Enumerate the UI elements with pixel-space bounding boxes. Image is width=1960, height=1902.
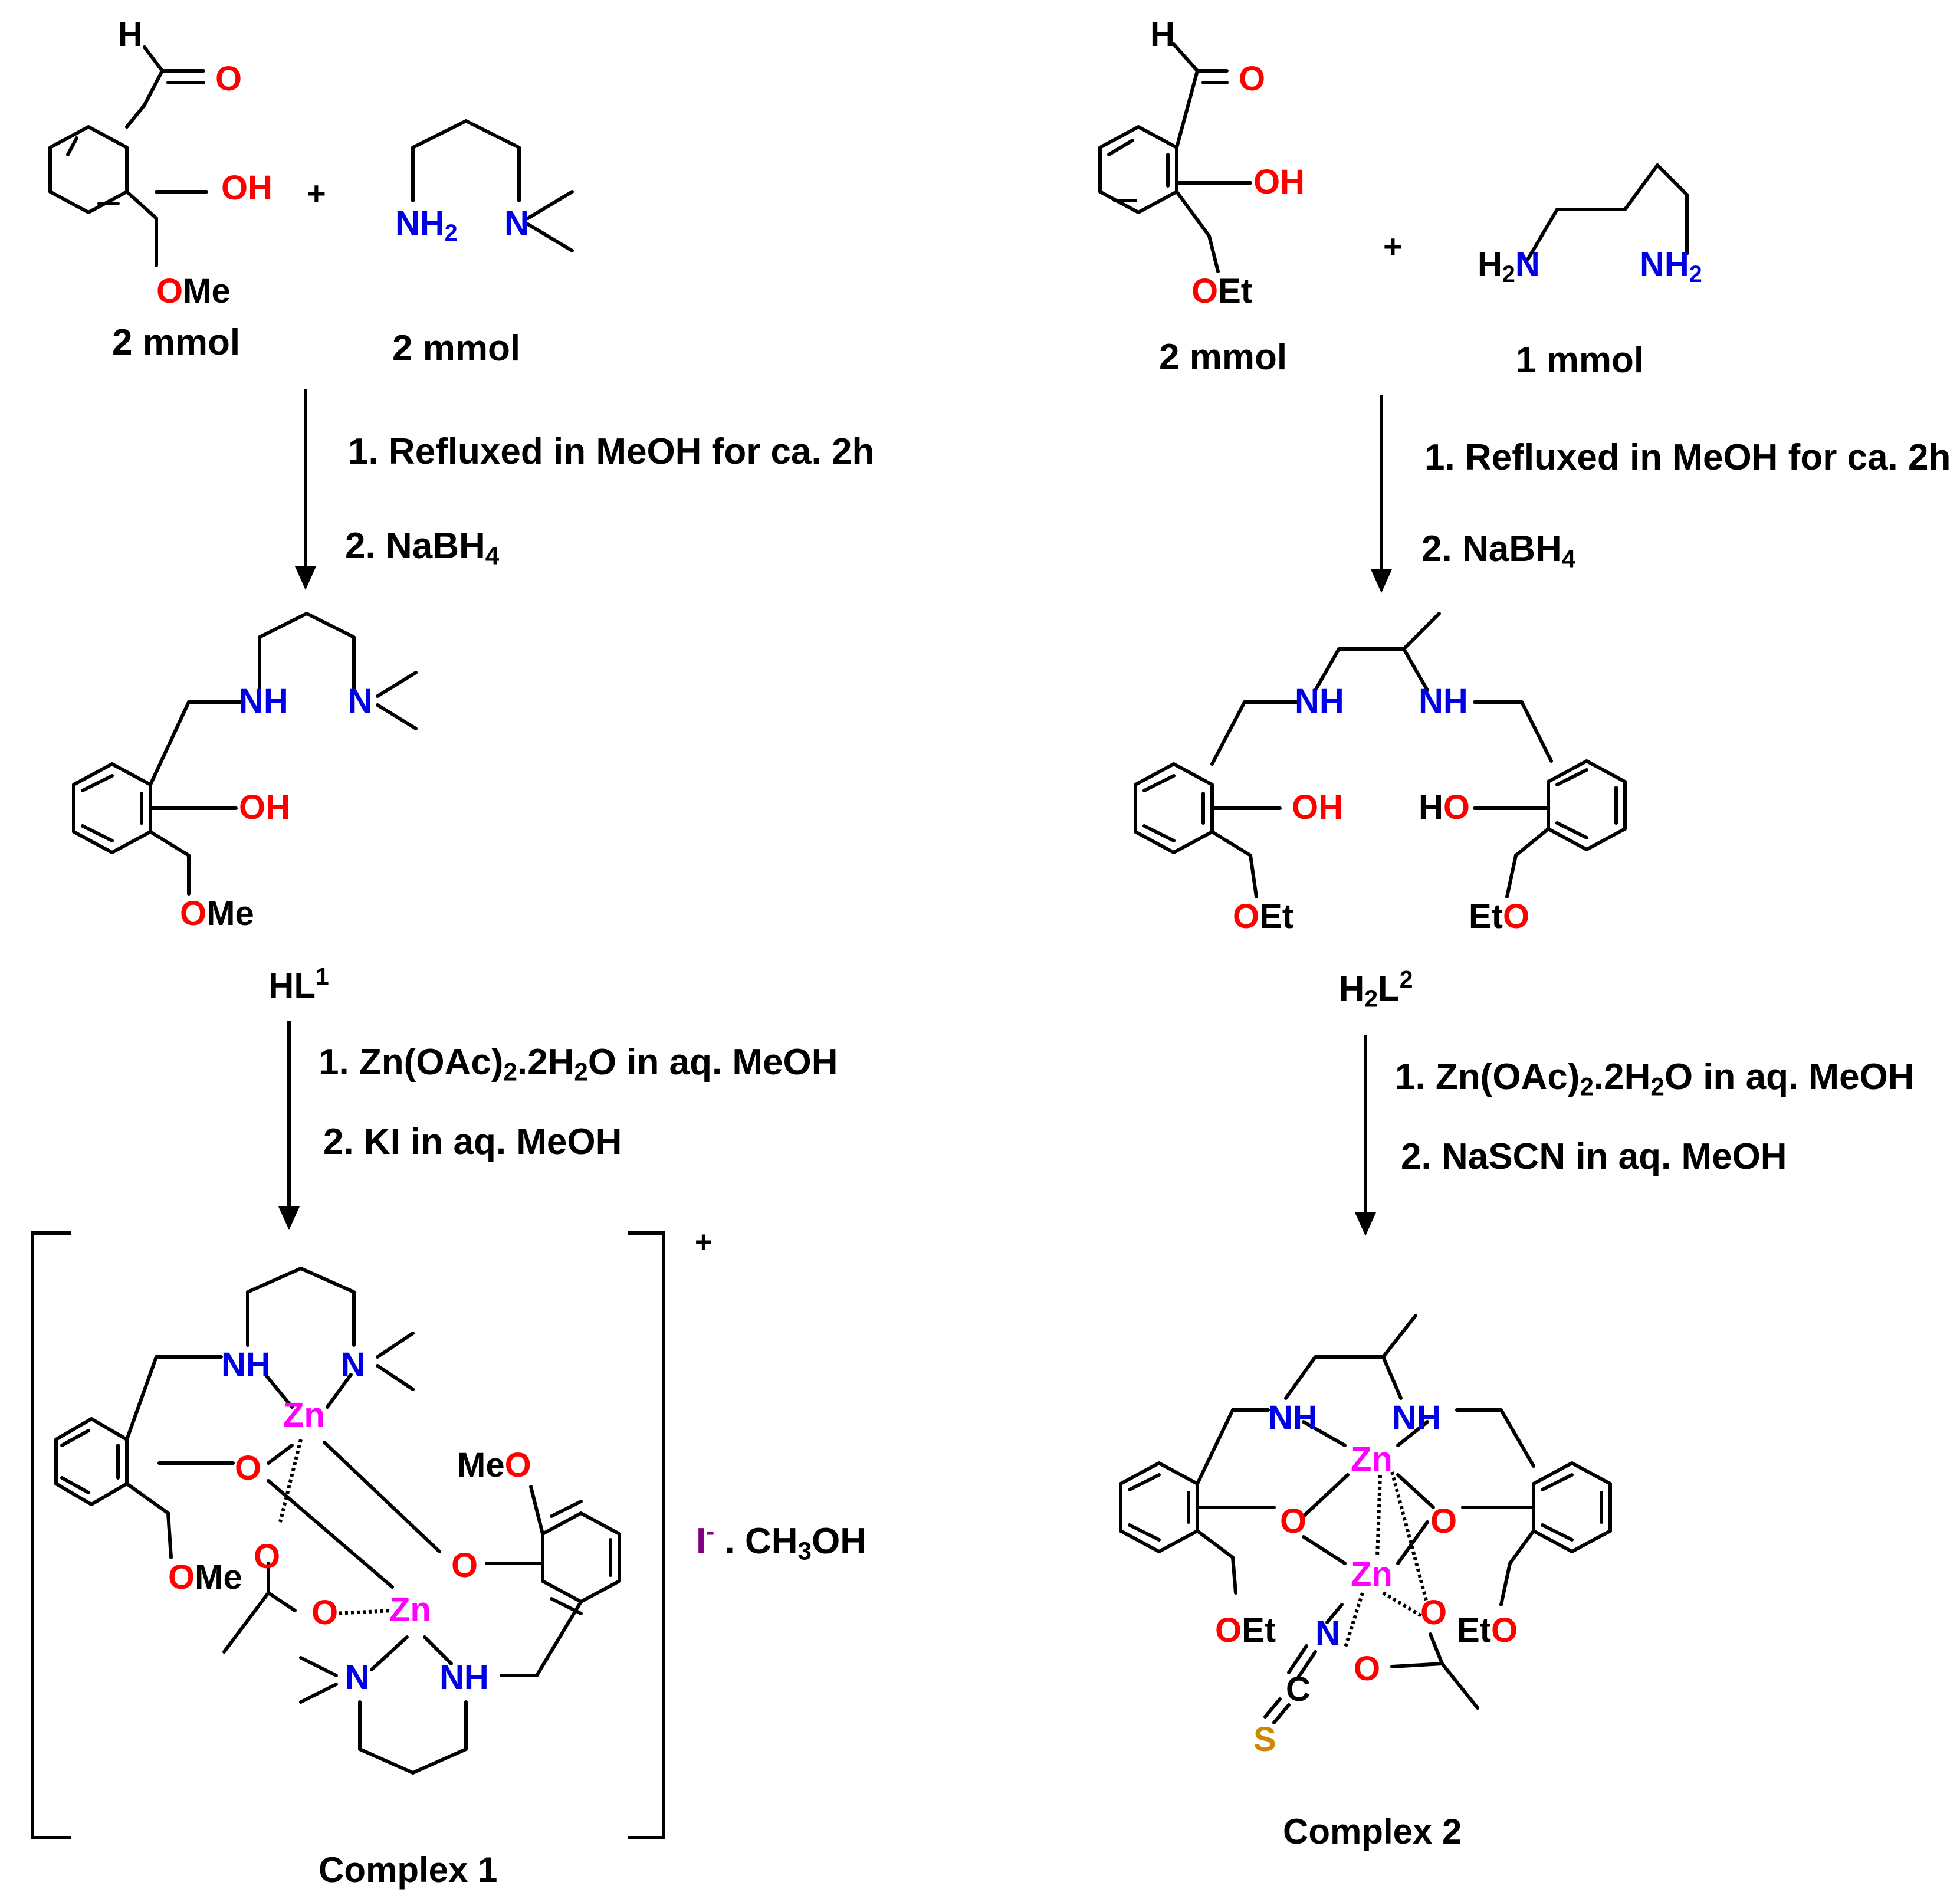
counterion-solvate: I- . CH3OH (696, 1517, 866, 1565)
atom-aldehyde-o-left: O (215, 60, 242, 98)
atom-ome-HL1: OMe (180, 894, 254, 933)
product-label-complex2: Complex 2 (1283, 1812, 1462, 1851)
step2a-right: 1. Zn(OAc)2.2H2O in aq. MeOH (1395, 1057, 1915, 1101)
atom-n-top-c1: N (341, 1346, 366, 1384)
step1a-left: 1. Refluxed in MeOH for ca. 2h (348, 431, 875, 472)
atom-zn-bottom-c2: Zn (1351, 1555, 1393, 1593)
atom-meo-c1: MeO (457, 1446, 531, 1484)
atom-aldehyde-o-right: O (1239, 60, 1266, 98)
atom-o-phenoxo2-c2: O (1430, 1502, 1457, 1540)
step1a-right: 1. Refluxed in MeOH for ca. 2h (1424, 437, 1951, 478)
atom-oet-H2L2: OEt (1233, 897, 1294, 936)
step2b-left: 2. KI in aq. MeOH (323, 1121, 622, 1162)
atom-ome-c1: OMe (168, 1558, 242, 1596)
atom-o-acetate2-c2: O (1354, 1650, 1381, 1688)
ligand-label-HL1: HL1 (268, 963, 329, 1006)
atom-nh2-left: NH2 (395, 204, 458, 246)
atom-h2n-right: H2N (1478, 245, 1540, 287)
atom-o-phenoxo2-c1: O (451, 1546, 478, 1585)
arrow-head-step1-left (295, 566, 316, 590)
step1b-right: 2. NaBH4 (1421, 529, 1576, 573)
product-label-complex1: Complex 1 (319, 1850, 498, 1890)
atom-ome-left: OMe (156, 272, 231, 310)
reactant-amine-left (411, 119, 574, 252)
reactant-diamine-right (1526, 163, 1689, 261)
atom-o-phenoxo1-c1: O (235, 1449, 262, 1487)
atom-o-phenoxo1-c2: O (1280, 1502, 1307, 1540)
atom-nh2-c2: NH (1392, 1399, 1442, 1437)
arrow-head-step2-right (1355, 1212, 1376, 1236)
atom-o-acetate1-c2: O (1420, 1593, 1447, 1632)
complex1-bracket (31, 1231, 665, 1839)
plus-left: + (307, 175, 326, 212)
reactant-vanillin-left (48, 45, 208, 267)
atom-oet-c2: OEt (1215, 1611, 1276, 1650)
step2b-right: 2. NaSCN in aq. MeOH (1401, 1136, 1787, 1177)
ligand-H2L2 (1134, 612, 1627, 898)
ligand-HL1 (72, 612, 418, 896)
atom-nh-HL1: NH (239, 682, 288, 720)
plus-right: + (1383, 228, 1403, 265)
atom-o-acetate1-c1: O (254, 1537, 281, 1576)
atom-nh1-H2L2: NH (1295, 682, 1344, 720)
atom-o-acetate2-c1: O (311, 1593, 339, 1632)
complex1-charge: + (695, 1225, 713, 1258)
atom-n-thiocyanate-c2: N (1315, 1614, 1340, 1652)
atom-nh2-right: NH2 (1640, 245, 1702, 287)
atom-oh-HL1: OH (239, 788, 290, 827)
atom-nh-top-c1: NH (221, 1346, 271, 1384)
step2a-left: 1. Zn(OAc)2.2H2O in aq. MeOH (319, 1042, 838, 1086)
arrow-head-step1-right (1371, 569, 1392, 593)
atom-nme2-left: N (504, 204, 529, 242)
reactant-vanillin-right (1098, 42, 1252, 273)
complex1-structure (54, 1267, 621, 1775)
atom-oet-right: OEt (1191, 272, 1253, 310)
amount-reactant2-left: 2 mmol (392, 328, 521, 369)
atom-aldehyde-h-left: H (118, 15, 143, 54)
atom-nh1-c2: NH (1268, 1399, 1318, 1437)
step1b-left: 2. NaBH4 (345, 526, 500, 570)
atom-n-bottom-c1: N (345, 1658, 370, 1697)
amount-reactant1-left: 2 mmol (112, 322, 241, 363)
atom-eto-c2: EtO (1457, 1611, 1518, 1650)
atom-oh-H2L2: OH (1292, 788, 1343, 827)
ligand-label-H2L2: H2L2 (1339, 966, 1413, 1012)
atom-zn-top-c2: Zn (1351, 1440, 1393, 1478)
amount-reactant1-right: 2 mmol (1159, 337, 1288, 378)
atom-oh-left: OH (221, 169, 273, 207)
arrow-head-step2-left (278, 1206, 300, 1230)
complex2-structure (1119, 1314, 1612, 1724)
atom-c-thiocyanate-c2: C (1286, 1670, 1311, 1708)
amount-reactant2-right: 1 mmol (1516, 340, 1644, 381)
atom-oh-right: OH (1253, 163, 1305, 201)
atom-nh-bottom-c1: NH (439, 1658, 489, 1697)
atom-nh2-H2L2: NH (1419, 682, 1468, 720)
atom-eto-H2L2: EtO (1469, 897, 1530, 936)
atom-zn-top-c1: Zn (283, 1396, 325, 1434)
atom-n-HL1: N (348, 682, 373, 720)
atom-s-thiocyanate-c2: S (1253, 1720, 1276, 1759)
atom-aldehyde-h-right: H (1150, 15, 1175, 54)
atom-zn-bottom-c1: Zn (389, 1591, 431, 1629)
atom-ho-H2L2: HO (1419, 788, 1470, 827)
